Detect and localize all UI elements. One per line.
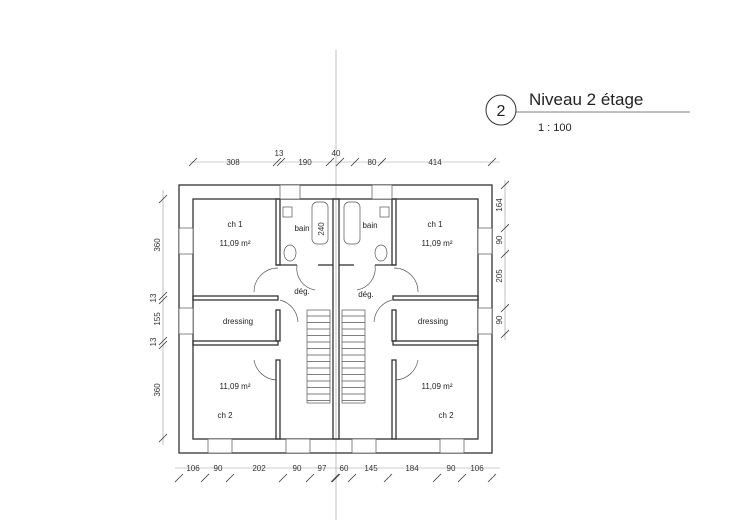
room-ch2-area: 11,09 m² [422,382,453,391]
dim-top: 13 [275,149,284,158]
dims-top: 308 13 190 40 80 414 [226,149,442,167]
dims-bottom: 106 90 202 90 97 60 145 184 90 106 [186,464,484,473]
view-scale: 1 : 100 [538,122,572,134]
dim-tick [158,291,168,301]
dim-top: 414 [428,158,442,167]
sink-right [379,206,390,218]
dim-tick [432,473,442,483]
dim-tick [278,473,288,483]
room-ch2-label: ch 2 [217,411,233,420]
dim-tick [276,157,286,167]
dim-tick [487,473,497,483]
view-number: 2 [497,103,506,120]
dim-tick [158,340,168,350]
view-title: Niveau 2 étage [529,90,643,109]
dim-tick [158,336,168,346]
dim-top: 80 [368,158,377,167]
dim-tick [487,157,497,167]
bathtub-left [311,201,329,245]
dims-right: 164 90 205 90 [495,198,504,325]
title-block: 2 Niveau 2 étage 1 : 100 [485,90,690,134]
room-deg-label: dég. [358,290,374,299]
dim-tick [335,157,345,167]
dim-bottom: 202 [252,464,266,473]
dim-tick [500,303,510,313]
dim-top: 190 [298,158,312,167]
dim-bottom: 97 [318,464,327,473]
room-bain-label: bain [294,224,309,233]
dim-tick [500,180,510,190]
dim-bottom: 184 [405,464,419,473]
dim-left: 360 [153,238,162,252]
dim-left: 13 [149,337,158,346]
dim-right: 90 [495,315,504,324]
stair-right [341,309,366,404]
dim-tick [500,249,510,259]
dim-bottom: 106 [470,464,484,473]
dim-tick [350,157,360,167]
rooms-left: ch 1 11,09 m² bain 240 dég. dressing 11,… [217,220,326,420]
dim-tick [188,157,198,167]
dim-tick [500,223,510,233]
room-ch1-label: ch 1 [427,220,443,229]
room-bain-label: bain [362,221,377,230]
windows [178,184,493,454]
room-dressing-label: dressing [223,317,253,326]
dim-bottom: 90 [214,464,223,473]
dim-top: 40 [332,149,341,158]
dim-bottom: 90 [447,464,456,473]
dim-tick [347,473,357,483]
dim-tick [500,329,510,339]
doors [253,264,419,381]
dim-tick [225,473,235,483]
dim-bottom: 145 [364,464,378,473]
dim-tick [383,473,393,483]
dims-left: 360 13 155 13 360 [149,238,162,397]
dim-top: 308 [226,158,240,167]
dim-tick [331,473,341,483]
dim-tick [457,473,467,483]
dim-tick [174,473,184,483]
room-ch1-area: 11,09 m² [220,239,251,248]
dim-tick [325,157,335,167]
fixtures [282,201,390,262]
room-deg-label: dég. [294,287,310,296]
room-ch2-area: 11,09 m² [220,382,251,391]
dim-right: 90 [495,235,504,244]
toilet-left [283,244,297,262]
dim-tick [200,473,210,483]
rooms-right: ch 1 11,09 m² bain dég. dressing 11,09 m… [358,220,454,420]
dim-tick [158,433,168,443]
room-ch1-label: ch 1 [227,220,243,229]
dim-left: 155 [153,312,162,326]
dim-left: 360 [153,383,162,397]
dim-tick [377,157,387,167]
view-number-circle [485,94,517,126]
dim-tick [305,473,315,483]
dim-tick [330,473,340,483]
dim-tick [158,194,168,204]
bath-dim: 240 [317,222,326,236]
dim-right: 164 [495,198,504,212]
dim-tick [272,157,282,167]
room-ch2-label: ch 2 [438,411,454,420]
dim-bottom: 90 [293,464,302,473]
room-dressing-label: dressing [418,317,448,326]
stair-left [306,309,331,404]
dim-tick [158,295,168,305]
dim-left: 13 [149,293,158,302]
room-ch1-area: 11,09 m² [422,239,453,248]
sink-left [282,206,293,218]
dim-bottom: 60 [340,464,349,473]
dim-right: 205 [495,269,504,283]
dim-bottom: 106 [186,464,200,473]
bathtub-right [343,201,361,245]
toilet-right [374,244,388,262]
stairs [306,309,366,404]
